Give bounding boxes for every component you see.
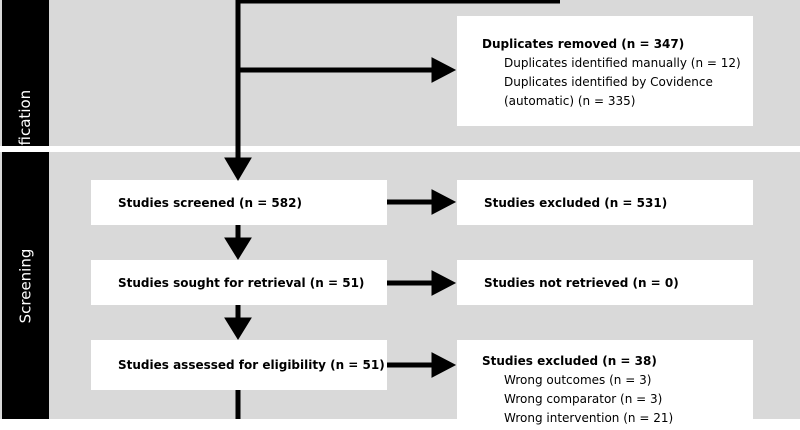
duplicates-manual-item: Duplicates identified manually (n = 12) [504,56,741,70]
duplicates-covidence-item-cont: (automatic) (n = 335) [504,94,636,108]
retrieval-notretrieved-arrow-head [431,270,457,296]
eligibility-excluded-arrow-head [431,352,457,378]
studies-excluded-screening-box: Studies excluded (n = 531) [457,180,753,225]
studies-sought-retrieval-label: Studies sought for retrieval (n = 51) [118,275,365,290]
studies-excluded-eligibility-title: Studies excluded (n = 38) [482,354,657,368]
studies-not-retrieved-label: Studies not retrieved (n = 0) [484,275,679,290]
studies-screened-box: Studies screened (n = 582) [91,180,387,225]
identification-label: Identification [2,0,49,146]
retrieval-eligibility-arrow-head [224,317,252,340]
duplicates-removed-box: Duplicates removed (n = 347) Duplicates … [457,16,753,126]
studies-not-retrieved-box: Studies not retrieved (n = 0) [457,260,753,305]
studies-excluded-screening-label: Studies excluded (n = 531) [484,195,668,210]
flow-arrows [224,0,560,419]
studies-screened-label: Studies screened (n = 582) [118,195,302,210]
studies-excluded-eligibility-box: Studies excluded (n = 38) Wrong outcomes… [457,340,753,430]
studies-eligibility-label: Studies assessed for eligibility (n = 51… [118,358,385,372]
screened-excluded-arrow-head [431,189,457,215]
studies-eligibility-box: Studies assessed for eligibility (n = 51… [91,340,387,390]
screening-label: Screening [2,152,49,419]
duplicates-arrow-head [431,57,457,83]
duplicates-removed-title: Duplicates removed (n = 347) [482,37,685,51]
wrong-outcomes-item: Wrong outcomes (n = 3) [504,373,652,387]
duplicates-covidence-item: Duplicates identified by Covidence [504,75,713,89]
screened-retrieval-arrow-head [224,237,252,260]
studies-sought-retrieval-box: Studies sought for retrieval (n = 51) [91,260,387,305]
wrong-comparator-item: Wrong comparator (n = 3) [504,392,663,406]
screened-arrow-head [224,157,252,181]
